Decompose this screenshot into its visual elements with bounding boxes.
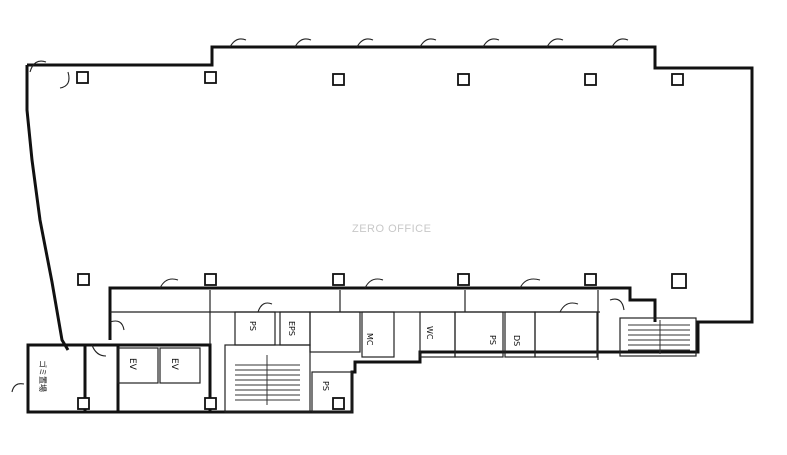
wc-label: WC <box>425 326 434 340</box>
core-wall <box>108 286 657 340</box>
watermark: ZERO OFFICE <box>352 223 431 235</box>
core-partitions <box>110 290 697 413</box>
ps-label-1: PS <box>248 321 257 331</box>
exterior-wall-left <box>25 65 70 351</box>
ev-label-2: EV <box>169 358 179 371</box>
mc-label: MC <box>365 333 374 346</box>
door-swings <box>11 38 629 393</box>
exterior-wall <box>27 45 754 414</box>
eps-label: EPS <box>287 321 296 336</box>
stairs-right <box>628 320 690 354</box>
service-block-wall <box>26 343 212 414</box>
ev-label-1: EV <box>127 358 137 371</box>
stairs-center <box>235 355 300 405</box>
structural-columns <box>76 71 687 410</box>
garbage-room-label: ゴミ置場 <box>38 360 48 392</box>
ds-label: DS <box>512 335 521 346</box>
ps-label-2: PS <box>321 381 330 391</box>
ps-label-3: PS <box>488 335 497 345</box>
